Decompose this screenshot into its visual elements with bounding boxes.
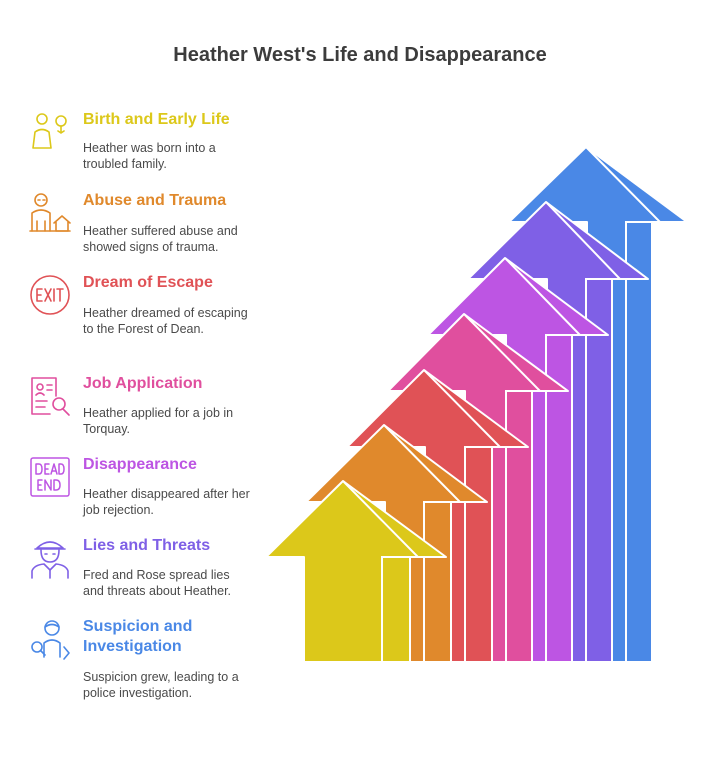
step-heading: Lies and Threats [83,537,211,554]
step-description: Heather dreamed of escaping to the Fores… [83,306,248,336]
page-title: Heather West's Life and Disappearance [173,44,547,66]
step-heading: Dream of Escape [83,274,213,291]
step-heading: Job Application [83,375,203,392]
dead-end-sign-icon [28,455,72,499]
step-description: Heather suffered abuse and showed signs … [83,224,238,254]
step-description: Heather was born into a troubled family. [83,141,216,171]
step-heading: Abuse and Trauma [83,192,227,209]
arrow-birth [265,480,447,663]
resume-search-icon [28,374,72,418]
figure-house-icon [28,191,72,235]
detective-search-icon [28,617,72,661]
step-description: Heather disappeared after her job reject… [83,487,250,517]
step-heading: Disappearance [83,456,197,473]
exit-sign-icon [28,273,72,317]
step-description: Heather applied for a job in Torquay. [83,406,234,436]
step-heading: Birth and Early Life [83,111,230,128]
parent-child-icon [28,110,72,154]
officer-icon [28,536,72,580]
step-description: Fred and Rose spread lies and threats ab… [83,568,232,598]
step-heading: Suspicion and Investigation [83,618,193,655]
step-description: Suspicion grew, leading to a police inve… [83,670,239,700]
